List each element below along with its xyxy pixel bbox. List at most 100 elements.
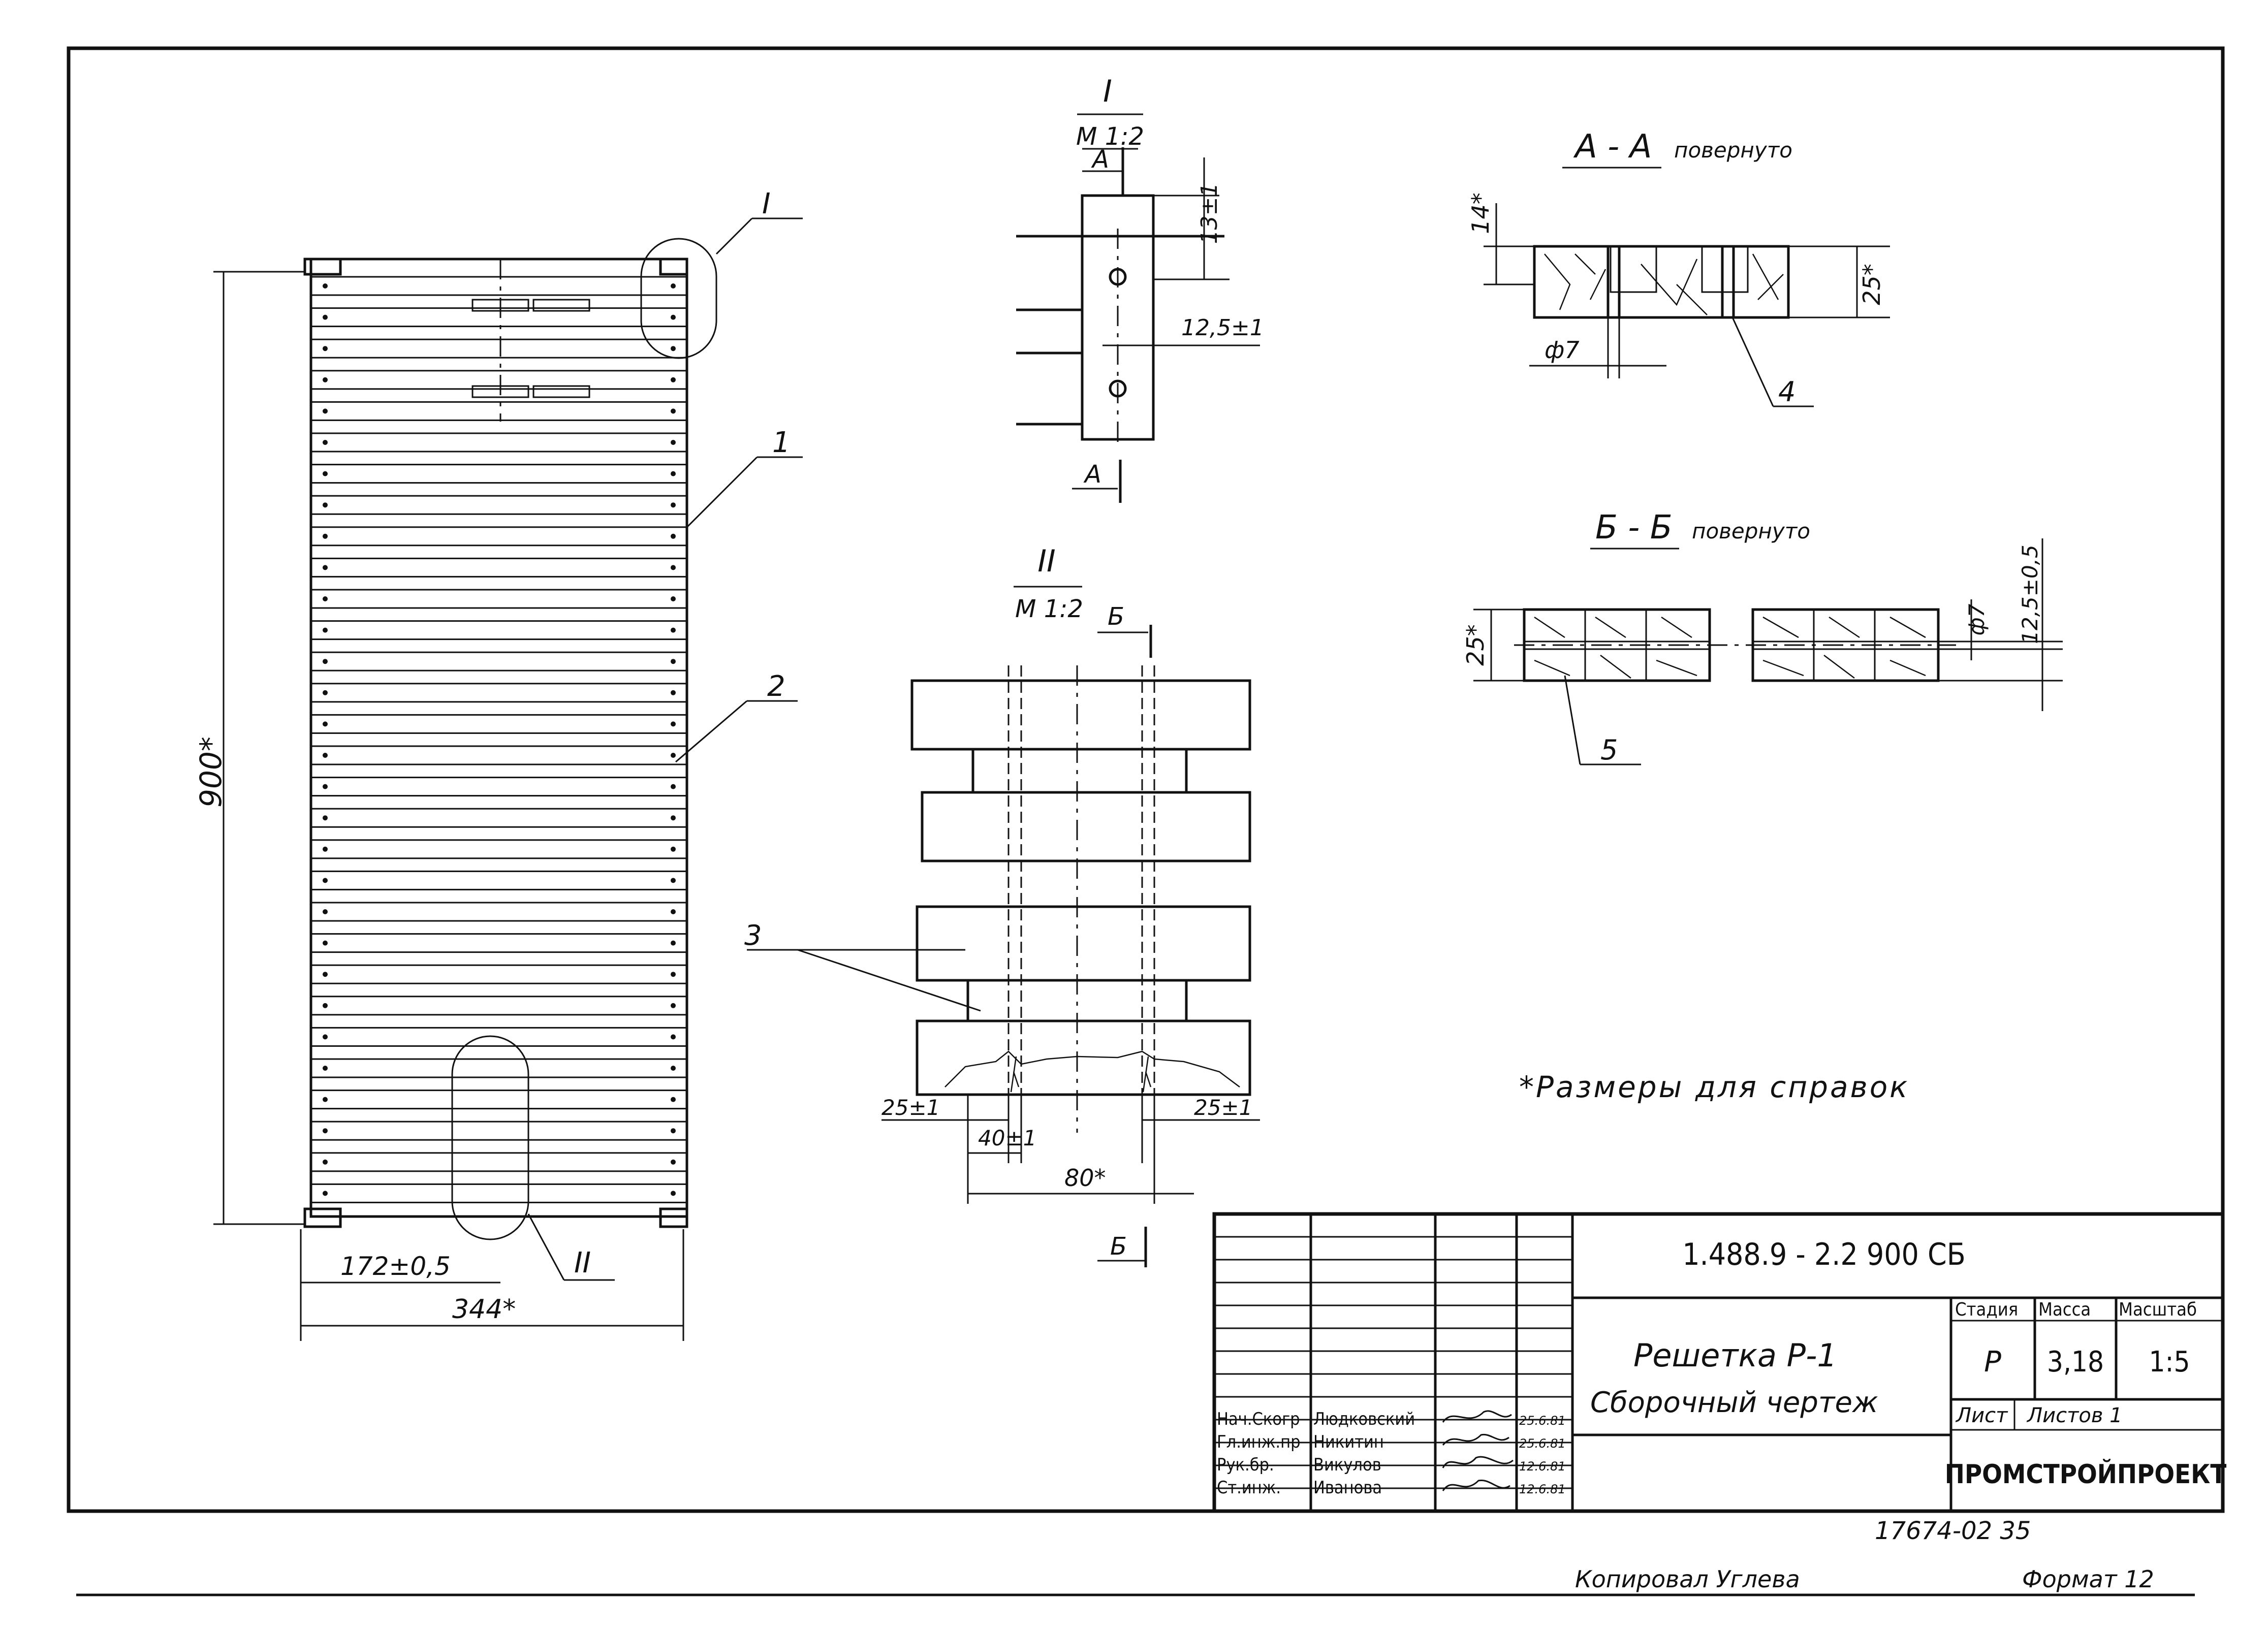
signature-row: Ст.инж. Иванова 12.6.81 [1217,1478,1566,1498]
grate-slat [310,996,688,1016]
grate-slat [310,338,688,359]
nail-mark [671,1097,676,1102]
sig-name: Людковский [1313,1409,1415,1429]
nail-mark [323,1034,328,1040]
spacer-block [532,299,590,312]
detail-i-callout [640,238,717,359]
nail-mark [323,408,328,414]
sheet-format: Формат 12 [2022,1565,2154,1593]
grate-slat [310,1090,688,1110]
dim-12-5: 12,5±1 [1181,315,1264,341]
nail-mark [671,1159,676,1165]
signature-row: Рук.бр. Викулов 12.6.81 [1217,1455,1566,1475]
nail-mark [671,471,676,476]
nail-mark [323,596,328,601]
grate-slat [310,464,688,484]
sig-handwriting [1442,1456,1514,1468]
nail-mark [323,846,328,852]
pos-4: 4 [1778,376,1796,408]
nail-mark [671,940,676,946]
sig-date: 12.6.81 [1519,1459,1566,1474]
pos-3: 3 [744,919,762,951]
organization: ПРОМСТРОЙПРОЕКТ [1945,1459,2227,1490]
nail-mark [671,565,676,570]
detail-ii-mark: II [574,1246,591,1279]
section-a-mark-bottom: А [1083,460,1101,489]
grate-slat [310,839,688,859]
grate-main-view [303,238,717,1240]
nail-mark [671,659,676,664]
detail-i-view: I М 1:2 А 13±1 12,5±1 А [1016,74,1264,503]
inventory-number: 17674-02 35 [1875,1517,2031,1545]
grate-slat [310,526,688,547]
sheets-label: Листов 1 [2026,1404,2123,1427]
sig-role: Рук.бр. [1217,1455,1274,1475]
grate-slat [310,1058,688,1078]
section-aa-title: А - А [1573,128,1652,166]
sig-name: Никитин [1313,1432,1384,1452]
pos-5: 5 [1600,734,1618,766]
nail-mark [323,815,328,821]
grate-slat [310,1121,688,1141]
nail-mark [671,533,676,539]
dim-half-width: 172±0,5 [340,1252,451,1281]
nail-mark [323,721,328,727]
nail-mark [671,346,676,351]
detail-ii-label: II [1037,543,1055,579]
section-bb-view: Б - Б повернуто 25* ф7 12,5±0,5 5 [1462,509,2063,766]
dim-14: 14* [1467,193,1494,234]
nail-mark [671,440,676,445]
sig-role: Гл.инж.пр [1217,1432,1301,1452]
grate-slat [310,1152,688,1172]
phi7-bb: ф7 [1964,603,1989,635]
nail-mark [323,1003,328,1008]
sheet-label: Лист [1955,1404,2008,1427]
detail-i-mark: I [762,187,771,220]
nail-mark [323,283,328,289]
sheet-frame [67,46,2225,1513]
nail-mark [323,659,328,664]
nail-mark [323,565,328,570]
nail-mark [323,784,328,789]
sig-date: 12.6.81 [1519,1482,1566,1496]
stage-label: Стадия [1955,1299,2018,1320]
nail-mark [323,346,328,351]
drawing-name-1: Решетка Р-1 [1633,1337,1837,1374]
nail-mark [671,1191,676,1196]
detail-ii-scale: М 1:2 [1015,595,1083,623]
nail-mark [671,690,676,695]
grate-slat [310,307,688,328]
nail-mark [671,784,676,789]
nail-mark [323,440,328,445]
nail-mark [671,721,676,727]
doc-code: 1.488.9 - 2.2 900 СБ [1682,1237,1966,1272]
section-b-mark-top: Б [1108,602,1124,631]
grate-slat [310,1183,688,1203]
mass-label: Масса [2038,1299,2091,1320]
spacer-block [532,385,590,398]
scale-value: 1:5 [2149,1346,2190,1379]
grate-slat [310,714,688,734]
nail-mark [323,1159,328,1165]
sig-date: 25.6.81 [1519,1436,1566,1451]
grate-slat [310,620,688,641]
grate-slat [310,401,688,421]
section-aa-note: повернуто [1674,138,1792,163]
nail-mark [671,1034,676,1040]
nail-mark [323,314,328,320]
nail-mark [323,878,328,883]
section-bb-note: повернуто [1692,519,1810,543]
drawing-name-2: Сборочный чертеж [1590,1386,1878,1419]
nail-mark [323,502,328,508]
grate-slat [310,557,688,578]
nail-mark [671,815,676,821]
dim-13: 13±1 [1196,183,1222,244]
grate-slat [310,933,688,953]
sig-handwriting [1442,1433,1509,1446]
grate-slat [310,964,688,984]
signature-row: Гл.инж.пр Никитин 25.6.81 [1217,1432,1566,1452]
grate-slat [310,1027,688,1047]
grate-slat [310,777,688,797]
pos-2: 2 [767,670,785,703]
grate-slat [310,902,688,922]
